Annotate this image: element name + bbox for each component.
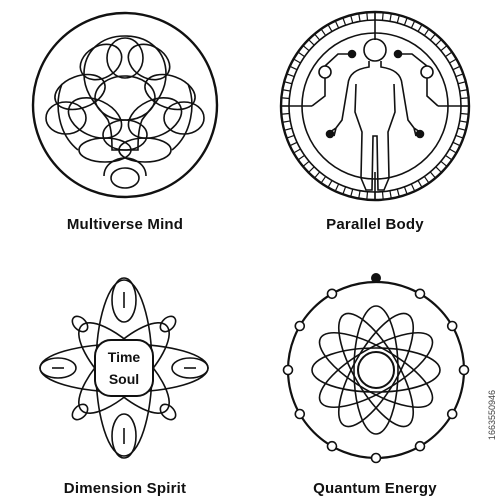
orbit-ring [311, 347, 441, 393]
dial-tick [283, 120, 291, 123]
dial-tick [389, 190, 392, 198]
orbit-node [414, 440, 426, 452]
dial-tick [410, 21, 415, 29]
dial-tick [435, 166, 442, 173]
dial-tick [294, 148, 301, 154]
dial-tick [403, 18, 408, 26]
dial-tick [321, 176, 327, 183]
dial-tick [308, 39, 315, 46]
dial-tick [287, 73, 295, 78]
center-label-soul: Soul [109, 371, 139, 387]
orbit-node [282, 364, 294, 376]
caption-quantum-energy: Quantum Energy [313, 480, 437, 497]
dial-tick [294, 58, 301, 64]
dial-tick [342, 186, 347, 194]
dial-tick [283, 89, 291, 92]
orbit-ring [337, 312, 415, 428]
dimension-spirit-icon: Time Soul [39, 277, 209, 459]
orbit-node [294, 408, 306, 420]
dial-tick [303, 160, 310, 167]
dial-tick [303, 45, 310, 52]
dial-tick [435, 39, 442, 46]
orbit-ring [318, 331, 434, 409]
dial-tick [449, 58, 456, 64]
dial-tick [440, 160, 447, 167]
dial-tick [366, 13, 369, 21]
dial-tick [285, 81, 293, 85]
dial-tick [287, 134, 295, 139]
dial-tick [452, 66, 460, 71]
caption-dimension-spirit: Dimension Spirit [63, 480, 187, 497]
orbit-node [294, 320, 306, 332]
dial-tick [455, 73, 463, 78]
dial-tick [358, 14, 361, 22]
dial-tick [321, 29, 327, 36]
orbit-node [326, 440, 338, 452]
dial-tick [396, 16, 400, 24]
orbit-ring [353, 305, 399, 435]
dial-tick [457, 127, 465, 131]
dial-tick [358, 190, 361, 198]
dial-tick [429, 34, 436, 41]
dial-tick [282, 112, 290, 115]
dial-tick [314, 171, 321, 178]
dial-tick [366, 191, 369, 199]
orbit-node [446, 408, 458, 420]
dial-tick [445, 154, 452, 160]
dial-tick [350, 188, 354, 196]
orbit-node [446, 320, 458, 332]
dial-tick [342, 18, 347, 26]
orbit-node [414, 288, 426, 300]
dial-tick [445, 52, 452, 58]
dial-tick [429, 171, 436, 178]
dial-tick [460, 97, 468, 100]
dial-tick [327, 25, 333, 32]
dial-tick [327, 180, 333, 187]
dial-tick [396, 188, 400, 196]
dial-tick [298, 154, 305, 160]
caption-multiverse-mind: Multiverse Mind [66, 216, 184, 233]
dial-tick [389, 14, 392, 22]
orbit-ring [337, 312, 415, 428]
dial-tick [350, 16, 354, 24]
caption-parallel-body: Parallel Body [326, 216, 424, 233]
dial-tick [308, 166, 315, 173]
center-label-time: Time [108, 349, 141, 365]
orbit-node [458, 364, 470, 376]
multiverse-mind-icon [31, 11, 219, 199]
orbit-ring [318, 331, 434, 409]
dial-tick [452, 141, 460, 146]
dial-tick [298, 52, 305, 58]
dial-tick [417, 180, 423, 187]
dial-tick [290, 141, 298, 146]
dial-tick [449, 148, 456, 154]
dial-tick [290, 66, 298, 71]
dial-tick [457, 81, 465, 85]
dial-tick [282, 97, 290, 100]
orbit-node [326, 288, 338, 300]
dial-tick [335, 21, 340, 29]
dial-tick [285, 127, 293, 131]
dial-tick [423, 29, 429, 36]
orbit-node [370, 452, 382, 464]
dial-tick [381, 191, 384, 199]
dial-tick [440, 45, 447, 52]
dial-tick [381, 13, 384, 21]
dial-tick [314, 34, 321, 41]
dial-tick [455, 134, 463, 139]
quantum-energy-icon [282, 273, 470, 464]
dial-tick [417, 25, 423, 32]
dial-tick [423, 176, 429, 183]
dial-tick [403, 186, 408, 194]
parallel-body-icon [279, 10, 471, 202]
dial-tick [410, 183, 415, 191]
dial-tick [459, 89, 467, 92]
stock-id-watermark: 1663550946 [487, 389, 497, 440]
dial-tick [460, 112, 468, 115]
dial-tick [335, 183, 340, 191]
dial-tick [459, 120, 467, 123]
